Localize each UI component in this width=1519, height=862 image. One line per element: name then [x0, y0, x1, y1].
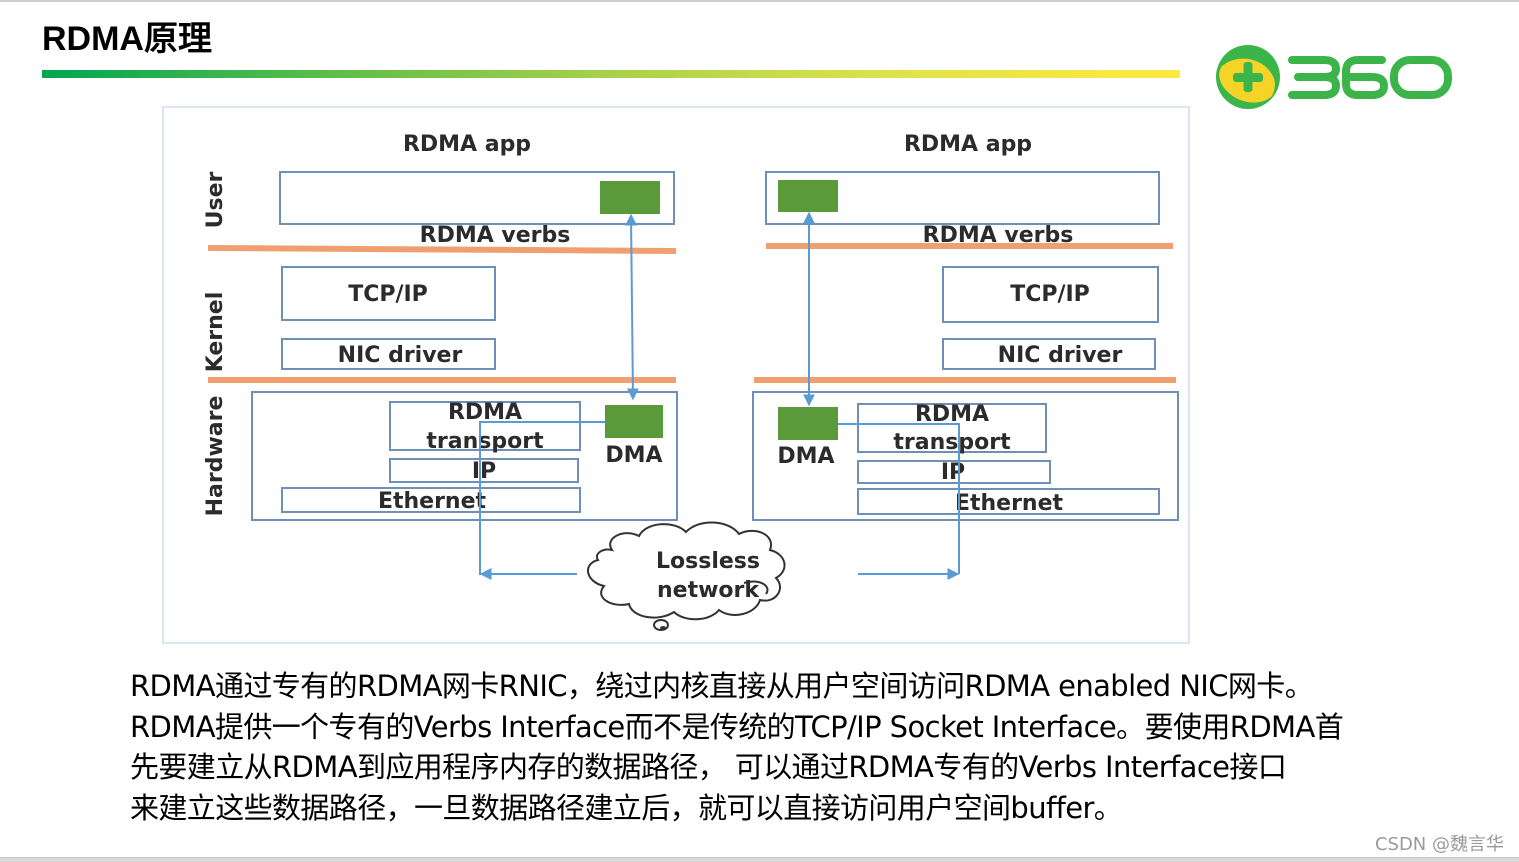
layer-label-kernel: Kernel: [203, 292, 228, 373]
lossless-network-cloud: Lossless network: [587, 521, 786, 631]
divider-user-kernel-left: [207, 245, 677, 254]
layer-label-user: User: [203, 171, 228, 228]
description-paragraph: RDMA通过专有的RDMA网卡RNIC，绕过内核直接从用户空间访问RDMA en…: [130, 666, 1450, 828]
title-underline-gradient: [42, 70, 1180, 78]
left-verbs-label: RDMA verbs: [420, 223, 571, 248]
network-label-1: Lossless: [656, 549, 760, 574]
left-ethernet-box: [281, 487, 581, 513]
left-dma-buffer: [605, 405, 663, 438]
logo-360: [1216, 45, 1452, 109]
right-hardware-box: [752, 391, 1179, 521]
left-verbs-dma-arrow: [625, 213, 639, 401]
right-dma-buffer: [778, 407, 838, 440]
description-line: 来建立这些数据路径，一旦数据路径建立后，就可以直接访问用户空间buffer。: [130, 790, 1123, 825]
slide-title: RDMA原理: [42, 20, 212, 58]
layer-label-hardware: Hardware: [203, 396, 228, 517]
logo-plus-circle-icon: [1216, 45, 1280, 109]
left-rdma-transport-box: [389, 401, 581, 451]
right-ethernet-label: Ethernet: [955, 491, 1064, 516]
right-dma-label: DMA: [777, 444, 834, 469]
right-ip-box: [857, 460, 1051, 484]
watermark: CSDN @魏言华: [1374, 834, 1504, 855]
right-tcpip-box: [942, 266, 1159, 323]
right-verbs-label: RDMA verbs: [923, 223, 1074, 248]
description-line: 先要建立从RDMA到应用程序内存的数据路径， 可以通过RDMA专有的Verbs …: [130, 750, 1287, 784]
right-nic-driver-label: NIC driver: [998, 343, 1123, 368]
right-rdma-transport-box: [857, 403, 1047, 453]
left-tcpip-box: [281, 266, 496, 321]
left-dma-label: DMA: [605, 443, 662, 468]
left-app-box: [279, 171, 675, 225]
left-rdma-transport-label-1: RDMA: [448, 400, 522, 425]
right-rdma-transport-label-1: RDMA: [915, 402, 989, 427]
description-line: RDMA提供一个专有的Verbs Interface而不是传统的TCP/IP S…: [130, 709, 1344, 744]
left-rdma-transport-label-2: transport: [426, 429, 544, 454]
right-app-buffer: [778, 180, 838, 212]
rdma-architecture-diagram: User Kernel Hardware RDMA app RDMA verbs…: [162, 106, 1190, 644]
logo-wordmark: [1288, 56, 1452, 99]
right-ethernet-box: [857, 488, 1160, 515]
description-line: RDMA通过专有的RDMA网卡RNIC，绕过内核直接从用户空间访问RDMA en…: [130, 669, 1314, 703]
right-rdma-transport-label-2: transport: [893, 430, 1011, 455]
left-app-label: RDMA app: [403, 132, 531, 157]
left-ethernet-label: Ethernet: [378, 489, 487, 514]
left-ip-box: [389, 458, 579, 483]
left-nic-driver-label: NIC driver: [338, 343, 463, 368]
right-nic-driver-box: [942, 338, 1156, 370]
right-app-box: [765, 171, 1160, 225]
right-ip-label: IP: [941, 460, 965, 485]
left-app-buffer: [600, 181, 660, 214]
bottom-border: [0, 857, 1519, 862]
network-label-2: network: [657, 578, 760, 603]
left-nic-driver-box: [281, 338, 496, 370]
left-tcpip-label: TCP/IP: [348, 282, 428, 307]
right-tcpip-label: TCP/IP: [1010, 282, 1090, 307]
left-hardware-box: [251, 391, 678, 521]
top-border: [0, 0, 1519, 2]
right-app-label: RDMA app: [904, 132, 1032, 157]
left-ip-label: IP: [472, 459, 496, 484]
right-dma-to-network-path: [838, 423, 960, 574]
